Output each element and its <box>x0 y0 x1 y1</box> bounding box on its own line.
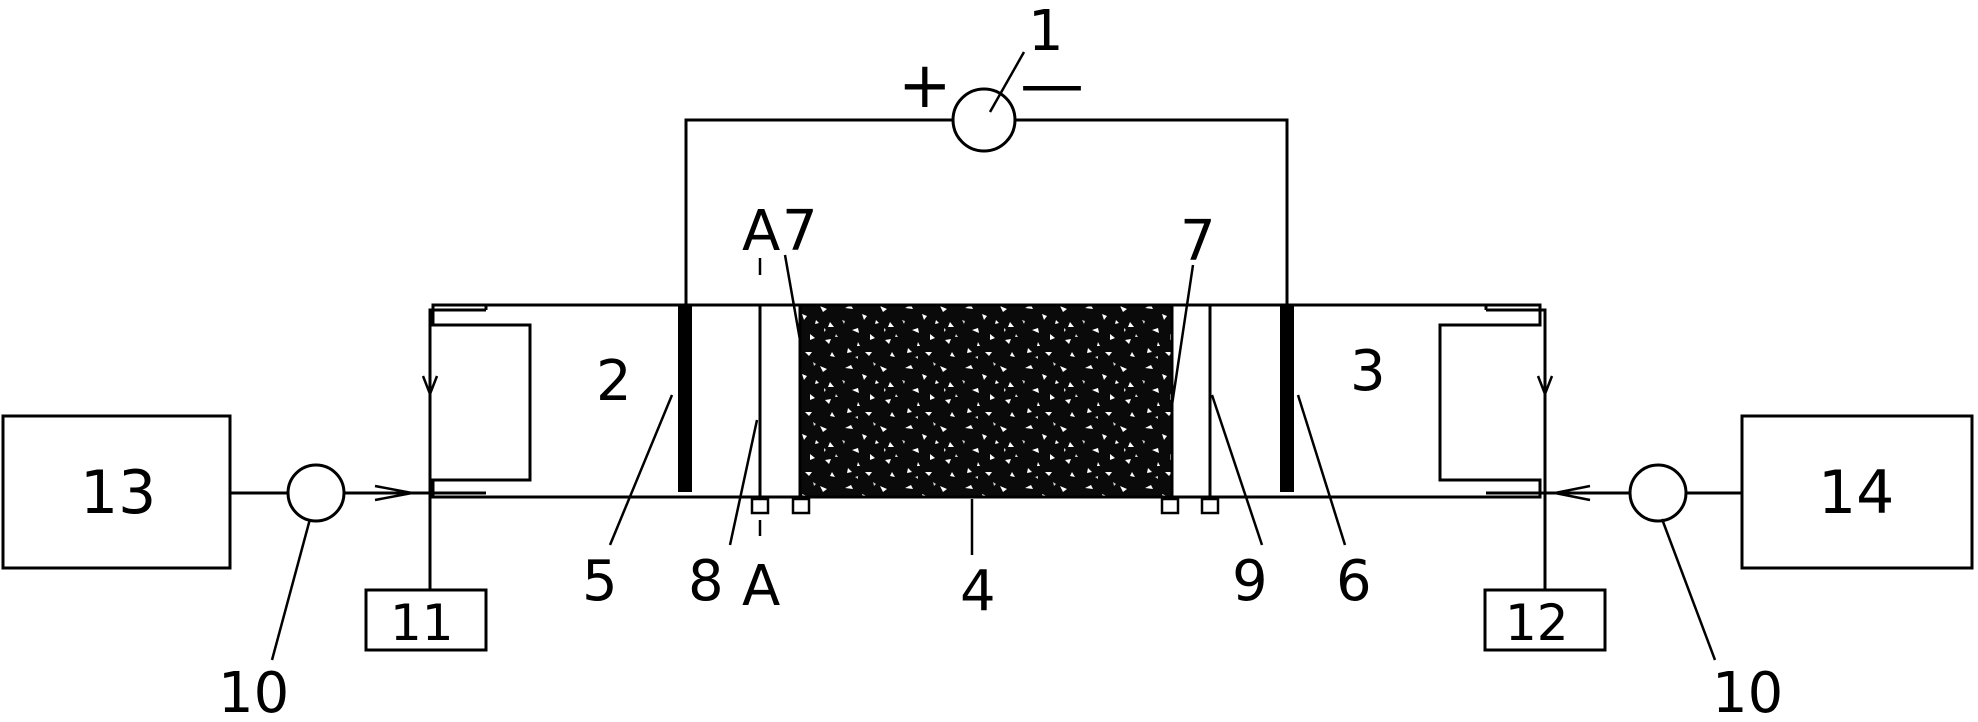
right-pump-icon <box>1628 463 1688 523</box>
right-overflow-bracket <box>1438 303 1542 499</box>
power-circuit <box>684 51 1289 343</box>
anode-wire <box>684 118 953 343</box>
sensor-right-2 <box>1200 497 1220 515</box>
label-left-tank: 13 <box>80 458 156 528</box>
right-pump-leader <box>1660 518 1717 661</box>
probe-left-leader <box>728 419 759 546</box>
label-membrane-right: 7 <box>1180 209 1216 274</box>
label-left-collector: 11 <box>390 594 454 652</box>
left-pump-icon <box>286 463 346 523</box>
left-drain-line <box>428 308 486 590</box>
cathode-wire <box>1015 118 1289 310</box>
source-leader <box>988 51 1026 113</box>
sensor-right-1 <box>1160 497 1180 515</box>
left-feed-arrow <box>374 484 413 502</box>
label-source: 1 <box>1028 0 1064 64</box>
label-right-collector: 12 <box>1505 594 1569 652</box>
source-positive: + <box>898 49 952 123</box>
cathode-leader <box>1296 394 1347 546</box>
right-collector-box <box>1483 588 1607 652</box>
sensor-left-1 <box>750 497 770 515</box>
sensor-left-2 <box>791 497 811 515</box>
label-pump-right: 10 <box>1712 661 1783 722</box>
label-cathode-chamber: 3 <box>1350 339 1386 404</box>
left-pump-leader <box>270 518 312 661</box>
cathode-electrode <box>1280 305 1294 492</box>
left-drain-arrow <box>421 375 439 398</box>
anode-leader <box>608 394 674 546</box>
source-negative: — <box>1020 48 1084 122</box>
left-collector-box <box>364 588 488 652</box>
membrane-left-leader <box>783 254 802 341</box>
label-membrane-left: 7 <box>782 199 818 264</box>
label-anode: 5 <box>582 549 618 614</box>
label-right-tank: 14 <box>1818 458 1894 528</box>
label-probe-left: 8 <box>688 549 724 614</box>
left-overflow-bracket <box>431 303 532 499</box>
right-drain-line <box>1486 308 1547 590</box>
left-tank-box <box>1 414 232 570</box>
label-section-bottom: A <box>742 554 780 619</box>
label-anode-chamber: 2 <box>596 349 632 414</box>
power-source-icon <box>951 87 1017 153</box>
sample-cell <box>798 303 1174 499</box>
label-sample-cell: 4 <box>960 559 996 624</box>
right-feed-arrow <box>1554 484 1591 502</box>
label-probe-right: 9 <box>1232 549 1268 614</box>
right-drain-arrow <box>1536 375 1554 398</box>
membrane-right-leader <box>1170 264 1195 406</box>
probe-right-leader <box>1210 394 1264 546</box>
anode-electrode <box>678 305 692 492</box>
label-cathode: 6 <box>1336 549 1372 614</box>
right-tank-box <box>1740 414 1974 570</box>
label-section-top: A <box>742 199 780 264</box>
label-pump-left: 10 <box>218 661 289 722</box>
